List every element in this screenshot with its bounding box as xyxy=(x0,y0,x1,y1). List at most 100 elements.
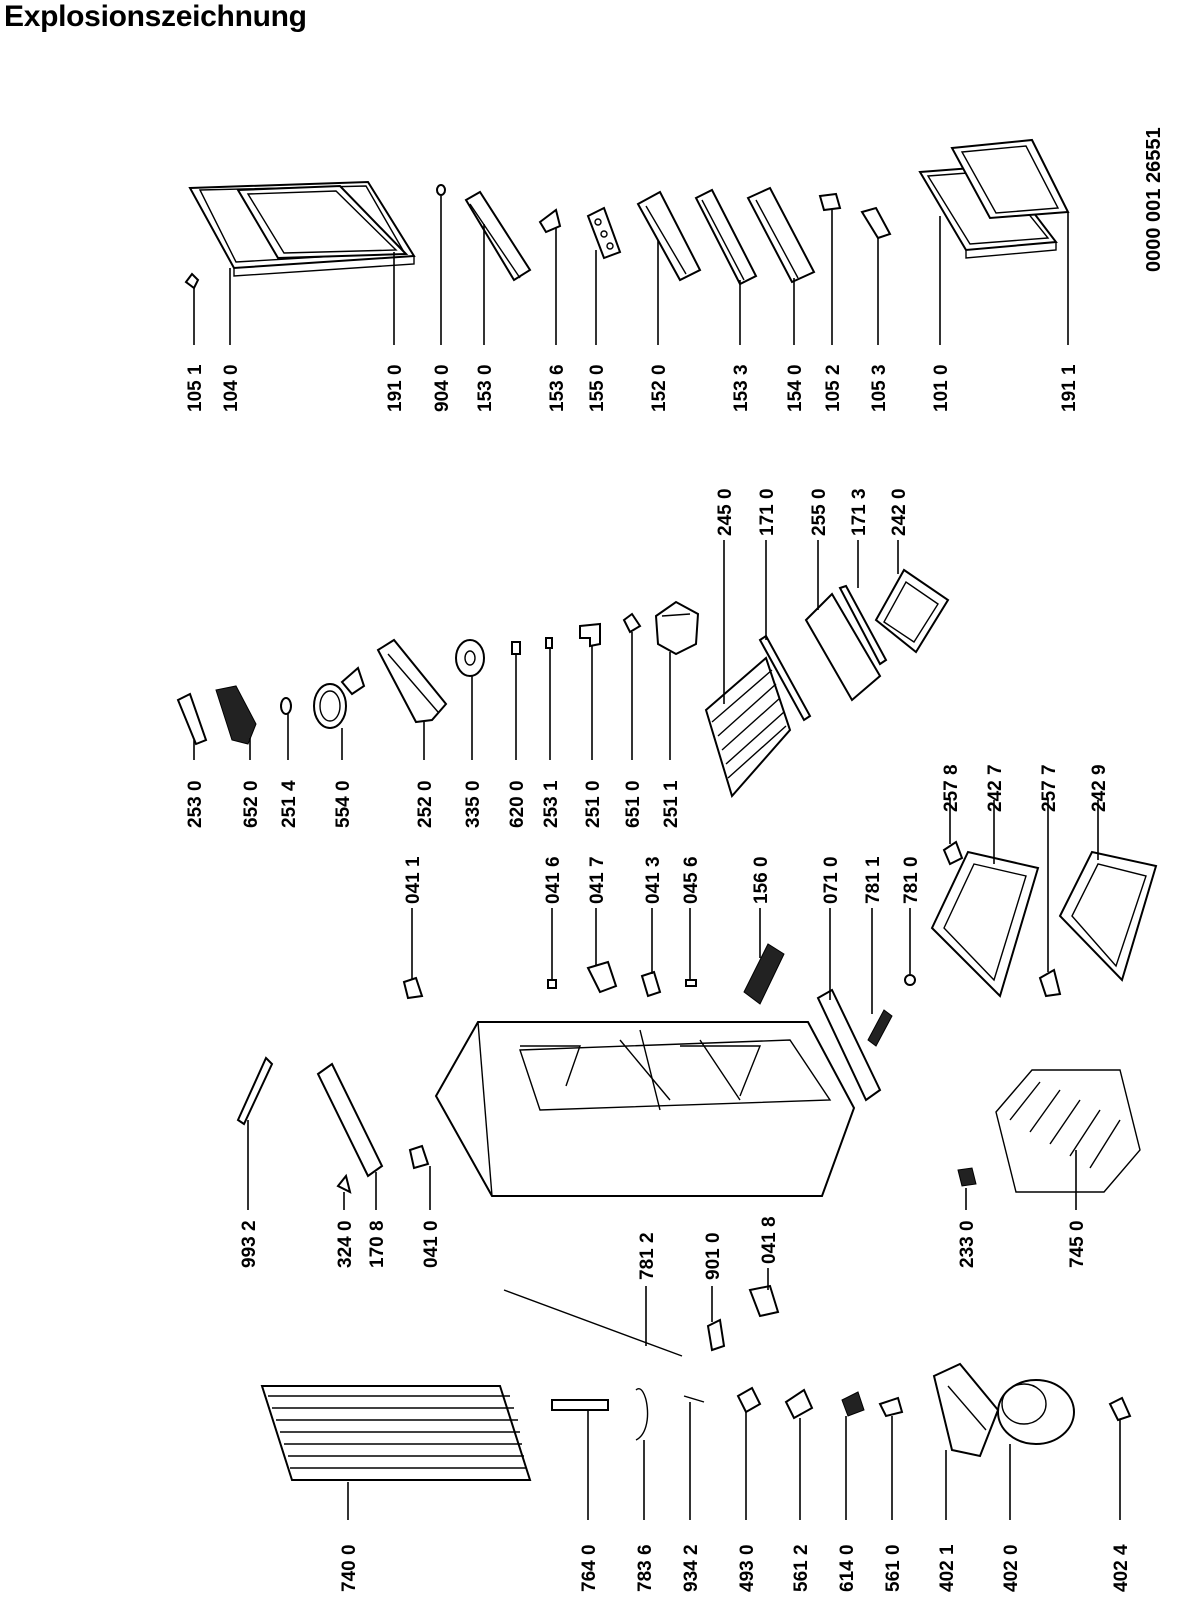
part-171-0-drawing xyxy=(758,634,812,722)
part-153-0-drawing xyxy=(464,190,532,282)
part-label: 901 0 xyxy=(703,1232,724,1280)
part-label: 252 0 xyxy=(415,780,436,828)
part-253-0-drawing xyxy=(176,692,208,746)
part-label: 245 0 xyxy=(715,488,736,536)
part-071-0-drawing xyxy=(816,988,882,1102)
part-153-3-drawing xyxy=(694,188,758,286)
part-740-0-drawing xyxy=(260,1385,532,1481)
part-191-0-drawing xyxy=(236,184,409,260)
part-label: 104 0 xyxy=(221,364,242,412)
part-label: 155 0 xyxy=(587,364,608,412)
part-label: 781 0 xyxy=(901,856,922,904)
part-170-8-drawing xyxy=(316,1062,384,1178)
part-label: 402 4 xyxy=(1111,1544,1132,1592)
part-drawings xyxy=(176,138,1158,1481)
part-251-1-drawing xyxy=(654,600,700,656)
part-label: 041 0 xyxy=(421,1220,442,1268)
part-label: 041 1 xyxy=(403,856,424,904)
part-label: 156 0 xyxy=(751,856,772,904)
part-652-0-drawing xyxy=(215,685,257,745)
part-041-0-drawing xyxy=(408,1144,430,1170)
part-label: 171 3 xyxy=(849,488,870,536)
part-335-0-drawing xyxy=(455,639,485,677)
part-label: 105 2 xyxy=(823,364,844,412)
part-041-6-drawing xyxy=(547,979,557,989)
part-label: 402 0 xyxy=(1001,1544,1022,1592)
part-label: 554 0 xyxy=(333,780,354,828)
part-901-0-drawing xyxy=(706,1318,726,1352)
part-171-3-drawing xyxy=(838,584,888,666)
part-labels: 105 1 104 0 191 0 904 0 153 0 153 6 155 … xyxy=(185,127,1165,1592)
part-764-0-drawing xyxy=(551,1399,609,1411)
cabinet-drawing xyxy=(434,1021,856,1197)
page-title: Explosionszeichnung xyxy=(4,0,307,33)
part-041-8-drawing xyxy=(748,1284,780,1318)
part-993-2-drawing xyxy=(236,1056,274,1126)
part-label: 561 2 xyxy=(791,1544,812,1592)
part-label: 242 9 xyxy=(1089,764,1110,812)
part-label: 993 2 xyxy=(239,1220,260,1268)
part-493-0-drawing xyxy=(736,1386,762,1414)
part-783-6-drawing xyxy=(635,1388,649,1441)
document-number: 0000 001 26551 xyxy=(1143,127,1165,272)
part-label: 253 0 xyxy=(185,780,206,828)
part-402-0-drawing xyxy=(997,1379,1075,1445)
part-label: 783 6 xyxy=(635,1544,656,1592)
part-label: 934 2 xyxy=(681,1544,702,1592)
part-label: 105 1 xyxy=(185,364,206,412)
part-105-1-drawing xyxy=(184,272,200,290)
part-041-1-drawing xyxy=(402,976,424,1000)
part-781-2-drawing xyxy=(503,1289,683,1357)
part-label: 493 0 xyxy=(737,1544,758,1592)
part-label: 242 7 xyxy=(985,764,1006,812)
part-251-0-drawing xyxy=(579,622,601,648)
part-label: 620 0 xyxy=(507,780,528,828)
part-label: 652 0 xyxy=(241,780,262,828)
part-324-0-drawing xyxy=(336,1173,352,1194)
part-label: 257 7 xyxy=(1039,764,1060,812)
part-label: 101 0 xyxy=(931,364,952,412)
part-label: 740 0 xyxy=(339,1544,360,1592)
part-label: 781 2 xyxy=(637,1232,658,1280)
part-label: 041 6 xyxy=(543,856,564,904)
part-402-1-drawing xyxy=(932,1362,1000,1458)
part-label: 257 8 xyxy=(941,764,962,812)
part-781-0-drawing xyxy=(904,974,916,986)
part-934-2-drawing xyxy=(683,1395,705,1403)
part-904-0-drawing xyxy=(436,184,446,196)
part-041-7-drawing xyxy=(586,960,618,994)
part-label: 651 0 xyxy=(623,780,644,828)
part-label: 045 6 xyxy=(681,856,702,904)
part-255-0-drawing xyxy=(804,592,882,702)
part-label: 335 0 xyxy=(463,780,484,828)
part-label: 253 1 xyxy=(541,780,562,828)
part-label: 324 0 xyxy=(335,1220,356,1268)
leader-lines xyxy=(193,196,1121,1520)
part-label: 191 0 xyxy=(385,364,406,412)
part-label: 154 0 xyxy=(785,364,806,412)
part-label: 152 0 xyxy=(649,364,670,412)
part-745-0-drawing xyxy=(995,1069,1141,1193)
part-041-3-drawing xyxy=(640,970,662,998)
part-label: 071 0 xyxy=(821,856,842,904)
part-105-2-drawing xyxy=(818,192,842,212)
part-152-0-drawing xyxy=(636,190,702,282)
part-781-1-drawing xyxy=(867,1009,893,1047)
part-label: 105 3 xyxy=(869,364,890,412)
part-242-7-drawing xyxy=(930,850,1040,998)
part-251-4-drawing xyxy=(280,697,292,715)
part-label: 255 0 xyxy=(809,488,830,536)
part-257-7-drawing xyxy=(1038,968,1062,998)
part-label: 745 0 xyxy=(1067,1220,1088,1268)
part-label: 171 0 xyxy=(757,488,778,536)
part-620-0-drawing xyxy=(511,641,521,655)
part-651-0-drawing xyxy=(622,612,642,634)
part-label: 191 1 xyxy=(1059,364,1080,412)
part-label: 764 0 xyxy=(579,1544,600,1592)
part-554-0-drawing xyxy=(313,666,366,729)
part-label: 242 0 xyxy=(889,488,910,536)
part-561-2-drawing xyxy=(784,1388,814,1420)
part-label: 041 8 xyxy=(759,1216,780,1264)
part-label: 251 4 xyxy=(279,780,300,828)
